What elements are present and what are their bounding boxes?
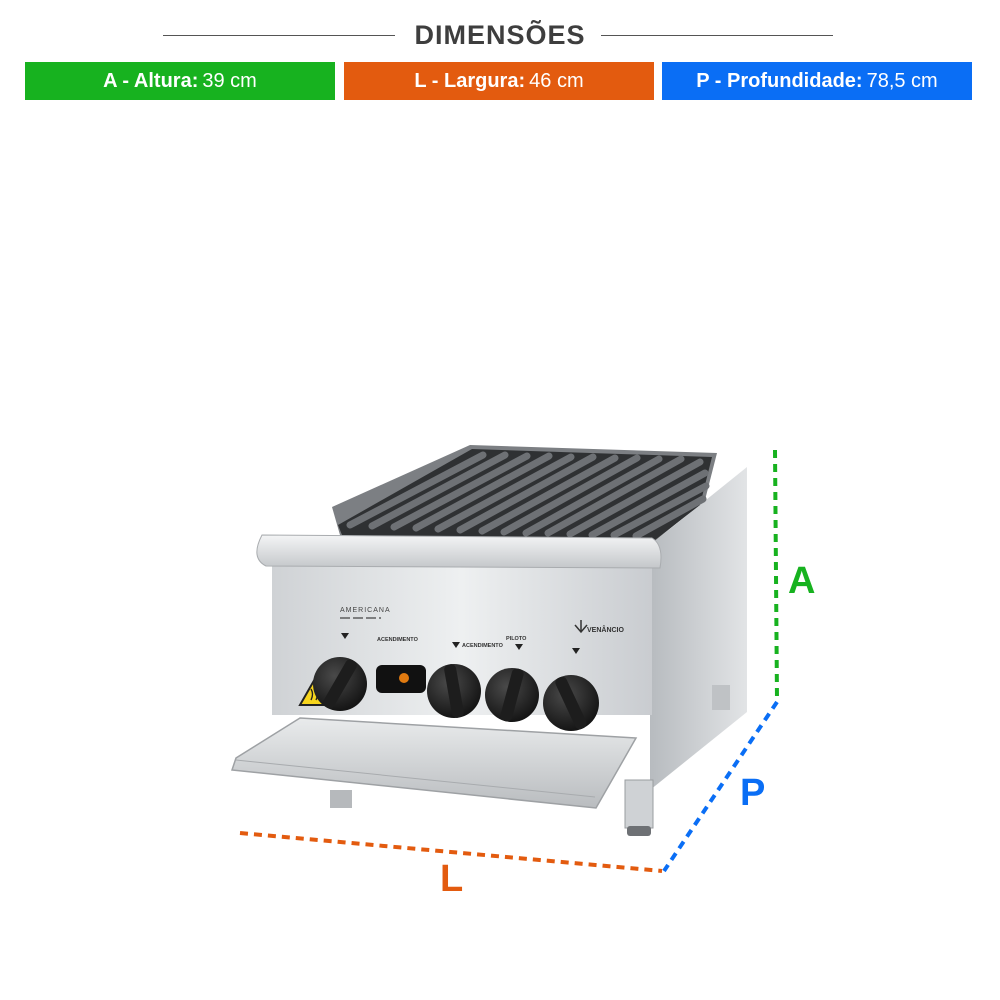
dimension-label: P - Profundidade: xyxy=(696,69,863,92)
depth-dimension-line xyxy=(662,700,779,873)
header: DIMENSÕES xyxy=(0,18,1000,54)
dimension-value: 39 cm xyxy=(202,69,257,92)
leg xyxy=(330,790,352,808)
dimension-label: L - Largura: xyxy=(414,69,526,92)
depth-marker: P xyxy=(740,772,766,814)
title-divider-left xyxy=(163,35,395,36)
knob[interactable] xyxy=(485,667,539,722)
knob[interactable] xyxy=(427,663,481,718)
height-marker: A xyxy=(788,560,816,602)
dimension-badge-height: A - Altura: 39 cm xyxy=(25,62,335,100)
arrow-markers xyxy=(341,633,580,654)
knob[interactable] xyxy=(313,657,367,711)
label-pilot: PILOTO xyxy=(506,636,527,642)
grate-bars xyxy=(346,451,710,540)
brand-right: VENÂNCIO xyxy=(587,625,625,634)
label-ignition-2: ACENDIMENTO xyxy=(462,643,504,649)
width-dimension-line xyxy=(239,831,663,873)
pilot-flame-icon xyxy=(399,673,409,683)
width-marker: L xyxy=(440,858,464,900)
drip-tray[interactable] xyxy=(230,717,638,809)
brand-logo-icon xyxy=(574,620,588,634)
dimension-value: 46 cm xyxy=(529,69,584,92)
dimension-badge-width: L - Largura: 46 cm xyxy=(344,62,654,100)
title-divider-right xyxy=(601,35,833,36)
dimension-value: 78,5 cm xyxy=(866,69,938,92)
leg xyxy=(624,779,654,829)
front-lip xyxy=(256,534,662,569)
dimension-badge-depth: P - Profundidade: 78,5 cm xyxy=(662,62,972,100)
leg xyxy=(712,685,730,710)
label-ignition-1: ACENDIMENTO xyxy=(377,637,419,643)
height-dimension-line xyxy=(773,449,779,701)
dimension-label: A - Altura: xyxy=(103,69,199,92)
page-title: DIMENSÕES xyxy=(414,20,586,50)
brand-left: AMERICANA xyxy=(340,607,391,614)
knob[interactable] xyxy=(543,675,599,731)
leg-foot xyxy=(627,826,651,836)
